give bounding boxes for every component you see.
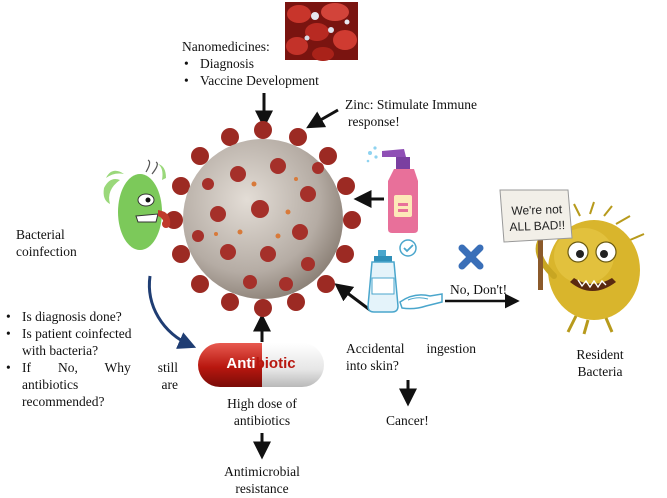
resident-bacterium-icon: We're not ALL BAD!!: [494, 186, 666, 336]
arrow-sanitizer-to-virus: [334, 283, 371, 312]
resident-line2: Bacteria: [577, 364, 623, 379]
amr-line1: Antimicrobial: [224, 464, 300, 479]
antibiotic-pill: Antibiotic: [196, 341, 326, 389]
bacterial-line2: coinfection: [16, 244, 77, 259]
high-dose-line2: antibiotics: [233, 413, 291, 428]
resident-line1: Resident: [576, 347, 624, 362]
resident-bacteria-text: Resident Bacteria: [568, 346, 632, 380]
bacterium-germ-icon: [100, 159, 180, 260]
question-3-line3: recommended?: [22, 394, 105, 409]
question-2-line1: Is patient coinfected: [22, 326, 132, 341]
question-1-line1: Is diagnosis done?: [22, 309, 122, 324]
bacterial-coinfection-text: Bacterial coinfection: [16, 226, 77, 260]
sign-line2: ALL BAD!!: [509, 218, 566, 234]
nanomedicines-title: Nanomedicines:: [182, 39, 270, 54]
questions-list: Is diagnosis done? Is patient coinfected…: [4, 308, 178, 410]
zinc-line1: Zinc: Stimulate Immune: [345, 97, 477, 112]
question-coinfected: Is patient coinfected with bacteria?: [4, 325, 178, 359]
ingestion-text: Accidental ingestion into skin?: [346, 340, 476, 374]
cancer-text: Cancer!: [386, 413, 429, 428]
high-dose-line1: High dose of: [227, 396, 297, 411]
no-dont-text: No, Don't!: [450, 282, 508, 297]
sign-text: We're not ALL BAD!!: [501, 201, 572, 235]
amr-text: Antimicrobial resistance: [208, 463, 316, 497]
arrow-zinc-to-virus: [306, 108, 339, 129]
nanomedicines-item-vaccine: Vaccine Development: [182, 72, 319, 89]
high-dose-text: High dose of antibiotics: [212, 395, 312, 429]
question-3-line2: antibiotics are: [22, 377, 178, 392]
zinc-line2: response!: [348, 114, 400, 129]
nanomedicines-list: Diagnosis Vaccine Development: [182, 55, 319, 89]
zinc-text: Zinc: Stimulate Immune response!: [345, 96, 477, 130]
bacterial-line1: Bacterial: [16, 227, 65, 242]
coronavirus-image: [165, 121, 361, 317]
pill-label-biotic: biotic: [255, 355, 296, 372]
ingestion-line1: Accidental ingestion: [346, 341, 476, 356]
ingestion-line2: into skin?: [346, 358, 399, 373]
spray-bottle-icon: [366, 143, 426, 235]
question-why: If No, Why still antibiotics are recomme…: [4, 359, 178, 410]
sanitizer-hands-icon: [367, 236, 444, 318]
question-2-line2: with bacteria?: [22, 343, 99, 358]
question-3-line1: If No, Why still: [22, 360, 178, 375]
amr-line2: resistance: [235, 481, 289, 496]
cross-icon: [458, 244, 484, 270]
pill-label-anti: Anti: [226, 355, 256, 372]
nanomedicines-item-diagnosis: Diagnosis: [182, 55, 319, 72]
question-diagnosis: Is diagnosis done?: [4, 308, 178, 325]
